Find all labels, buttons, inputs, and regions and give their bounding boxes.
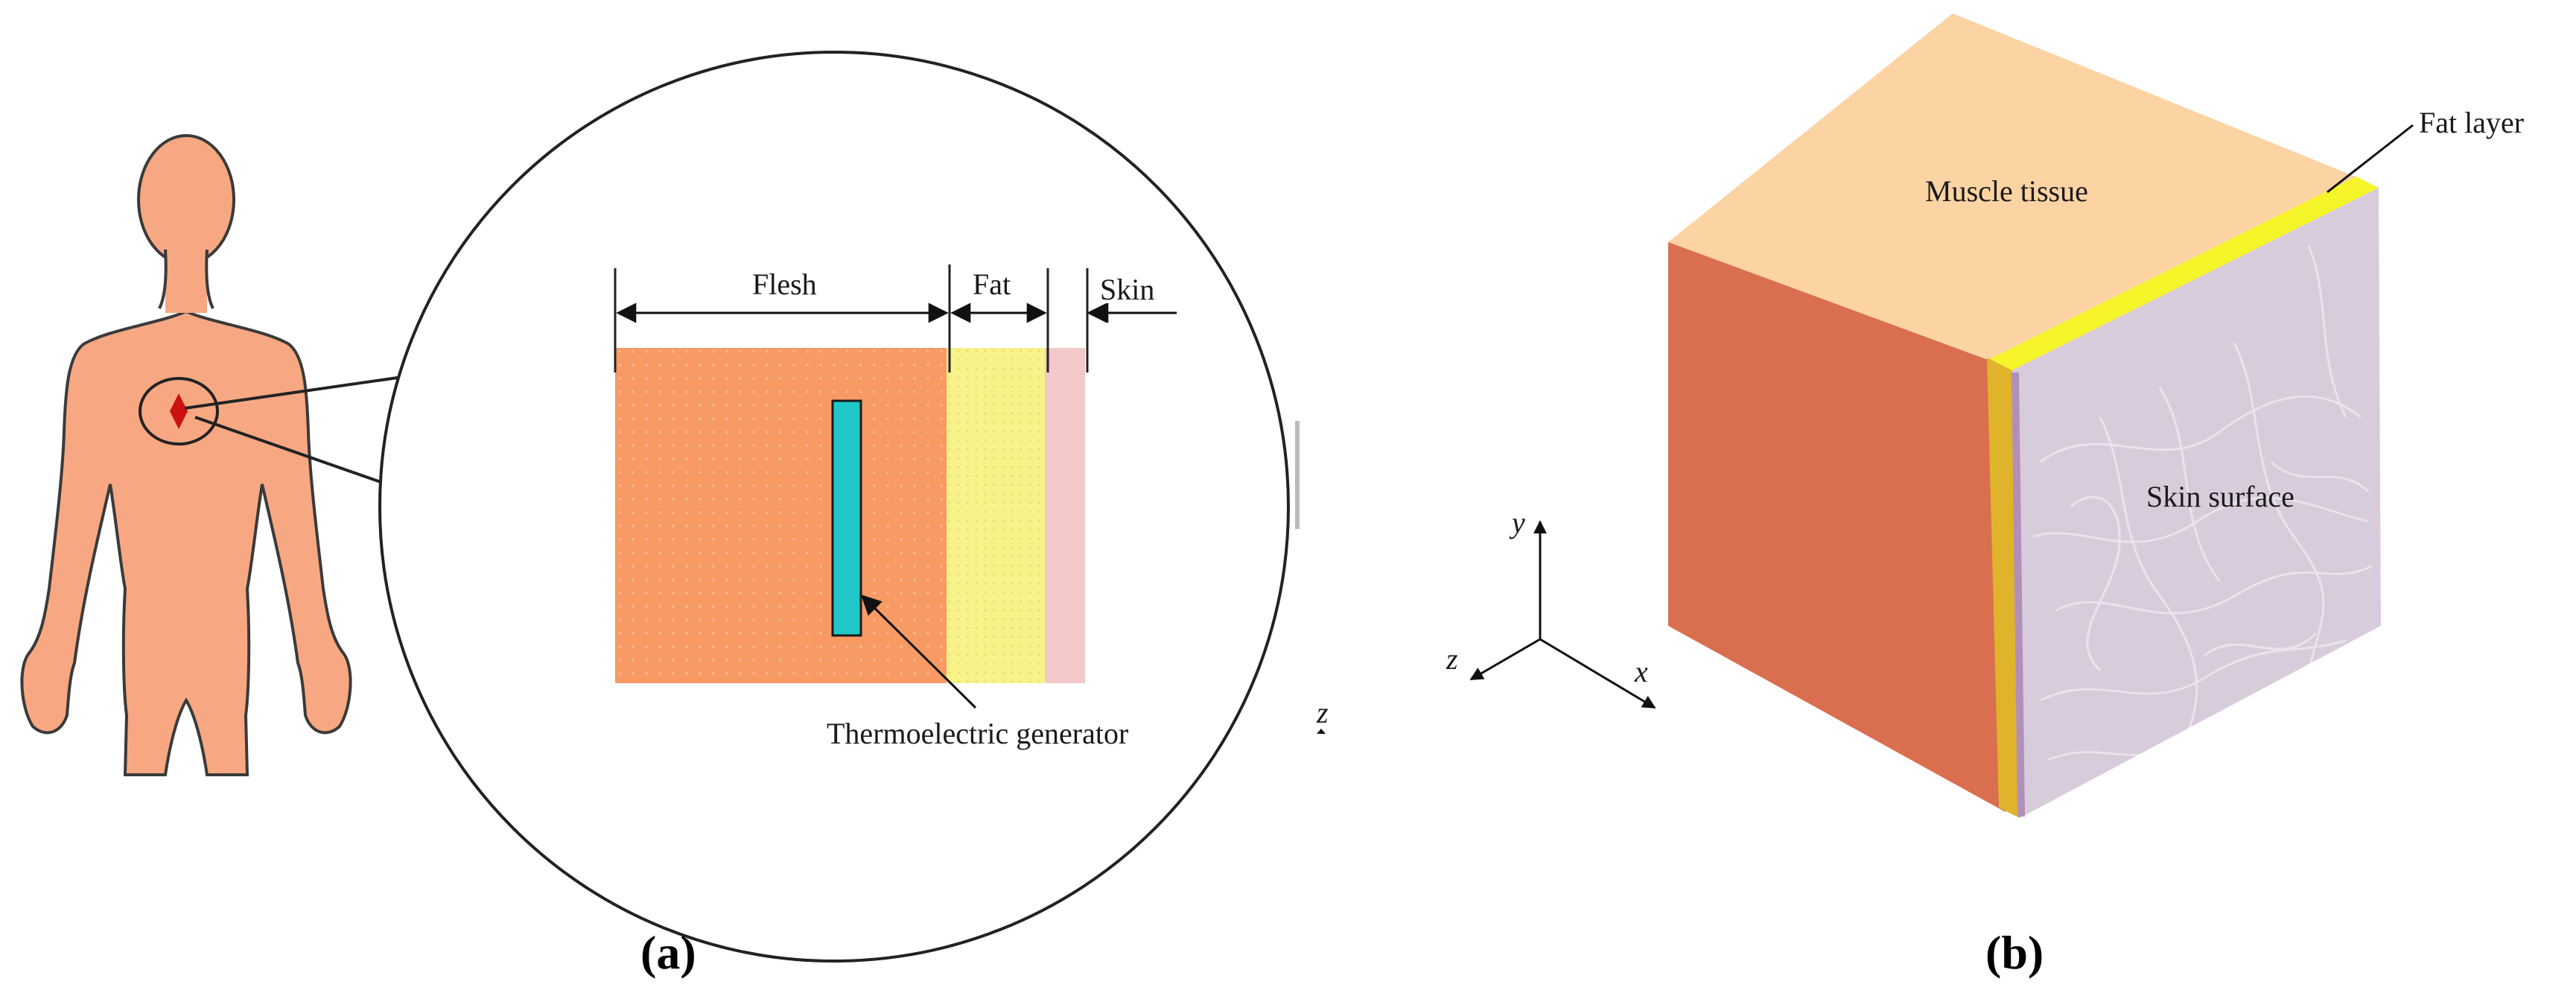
panel-a: Flesh Fat Skin Thermoelectric generator … (20, 51, 1329, 979)
z-axis-arrow (1469, 638, 1541, 681)
flesh-texture (615, 348, 947, 683)
flesh-label: Flesh (752, 267, 817, 301)
skin-surface-label: Skin surface (2146, 480, 2294, 513)
caption-a: (a) (640, 926, 696, 979)
muscle-tissue-top-face (1668, 13, 2364, 364)
skin-layer (1045, 348, 1085, 683)
teg-leader-line (861, 595, 977, 709)
stray-axis-label: z (1316, 696, 1329, 729)
stray-axis-mark (1317, 729, 1326, 734)
fat-layer-label: Fat layer (2419, 106, 2524, 139)
fat-layer-leader (2327, 124, 2414, 194)
teg-label: Thermoelectric generator (827, 717, 1128, 750)
z-axis-label: z (1446, 642, 1458, 676)
skin-surface-face (2012, 188, 2381, 818)
fat-label: Fat (973, 267, 1011, 301)
fat-layer-side (1987, 358, 2020, 818)
x-axis-arrow (1539, 638, 1656, 709)
chest-marker (170, 393, 188, 429)
human-head (137, 134, 235, 265)
skin-label: Skin (1100, 273, 1154, 306)
fat-texture (947, 348, 1045, 683)
muscle-tissue-label: Muscle tissue (1925, 174, 2088, 208)
panel-b: y x z Muscle tissue Skin surface (1446, 13, 2524, 979)
muscle-tissue-front-face (1668, 242, 2006, 812)
human-body-silhouette (20, 164, 352, 776)
human-neck (165, 246, 207, 313)
skin-edge (2011, 372, 2025, 817)
x-axis-label: x (1634, 655, 1648, 688)
fat-layer-top-strip (1990, 177, 2379, 370)
skin-texture (2032, 245, 2373, 761)
human-neck-outline (158, 249, 214, 309)
y-axis-label: y (1509, 506, 1525, 539)
caption-b: (b) (1985, 926, 2044, 979)
teg-element (831, 399, 862, 637)
chest-zoom-ring (139, 377, 219, 446)
